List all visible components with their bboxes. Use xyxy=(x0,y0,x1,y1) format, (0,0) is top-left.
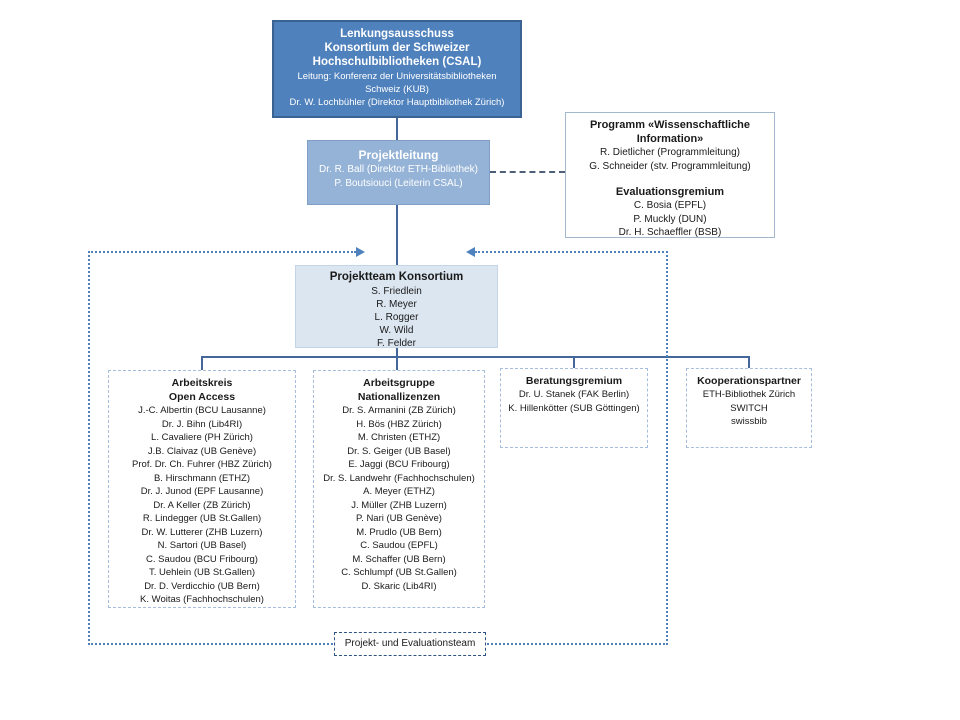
member-line: R. Lindegger (UB St.Gallen) xyxy=(142,513,262,524)
connector-stub-open-access xyxy=(201,356,203,370)
evaluation-boundary-top-right xyxy=(475,251,668,253)
box-programm: Programm «Wissenschaftliche Information»… xyxy=(565,112,775,238)
member-line: Dr. D. Verdicchio (UB Bern) xyxy=(144,580,260,592)
beratungsgremium-members: Dr. U. Stanek (FAK Berlin) K. Hillenkötte… xyxy=(501,388,647,415)
box-lenkungsausschuss: Lenkungsausschuss Konsortium der Schweiz… xyxy=(272,20,522,118)
member-line: R. Dietlicher (Programmleitung) xyxy=(599,147,741,158)
member-line: Dr. A Keller (ZB Zürich) xyxy=(153,499,251,511)
member-line: Dr. J. Bihn (Lib4RI) xyxy=(161,418,243,430)
open-access-title: Arbeitskreis Open Access xyxy=(168,377,236,403)
member-line: Dr. J. Junod (EPF Lausanne) xyxy=(140,486,264,497)
member-line: SWITCH xyxy=(730,402,768,414)
member-line: L. Cavaliere (PH Zürich) xyxy=(151,432,253,443)
member-line: K. Woitas (Fachhochschulen) xyxy=(140,594,264,605)
arrow-left-icon xyxy=(466,247,475,257)
connector-tree-horizontal xyxy=(201,356,750,358)
member-line: Dr. W. Lutterer (ZHB Luzern) xyxy=(141,526,263,538)
connector-projektleitung-projektteam xyxy=(396,205,398,265)
connector-stub-beratungsgremium xyxy=(573,356,575,368)
box-projektteam: Projektteam Konsortium S. Friedlein R. Me… xyxy=(295,265,498,350)
member-line: Dr. U. Stanek (FAK Berlin) xyxy=(518,389,630,400)
nationallizenzen-title: Arbeitsgruppe Nationallizenzen xyxy=(357,377,441,403)
kooperationspartner-title: Kooperationspartner xyxy=(697,375,801,387)
member-line: S. Friedlein xyxy=(371,286,422,297)
member-line: J.-C. Albertin (BCU Lausanne) xyxy=(138,405,266,416)
programm-title: Programm «Wissenschaftliche Information» xyxy=(589,119,751,145)
member-line: Dr. H. Schaeffler (BSB) xyxy=(618,227,722,238)
member-line: P. Boutsiouci (Leiterin CSAL) xyxy=(334,177,463,189)
lenkungsausschuss-subtitle: Leitung: Konferenz der Universitätsbibli… xyxy=(289,71,505,108)
member-line: F. Felder xyxy=(377,338,416,349)
member-line: A. Meyer (ETHZ) xyxy=(363,486,435,497)
box-projektleitung: Projektleitung Dr. R. Ball (Direktor ETH… xyxy=(307,140,490,205)
box-arbeitsgruppe-nationallizenzen: Arbeitsgruppe Nationallizenzen Dr. S. Ar… xyxy=(313,370,485,608)
evaluationsgremium-title: Evaluationsgremium xyxy=(615,186,725,198)
connector-stub-nationallizenzen xyxy=(396,356,398,370)
projektteam-title: Projektteam Konsortium xyxy=(329,271,464,283)
member-line: P. Nari (UB Genève) xyxy=(356,513,442,524)
member-line: Dr. S. Landwehr (Fachhochschulen) xyxy=(323,472,475,484)
member-line: ETH-Bibliothek Zürich xyxy=(702,389,796,400)
member-line: W. Wild xyxy=(379,325,414,336)
box-beratungsgremium: Beratungsgremium Dr. U. Stanek (FAK Berl… xyxy=(500,368,648,448)
box-arbeitskreis-open-access: Arbeitskreis Open Access J.-C. Albertin … xyxy=(108,370,296,608)
evaluation-boundary-top-left xyxy=(88,251,356,253)
member-line: M. Schaffer (UB Bern) xyxy=(352,553,446,565)
member-line: P. Muckly (DUN) xyxy=(633,213,707,225)
member-line: H. Bös (HBZ Zürich) xyxy=(356,418,442,430)
connector-projektteam-down xyxy=(396,348,398,358)
member-line: J.B. Claivaz (UB Genève) xyxy=(147,445,257,457)
evaluationsgremium-members: C. Bosia (EPFL) P. Muckly (DUN) Dr. H. Sch… xyxy=(566,199,774,240)
connector-projektleitung-programm xyxy=(490,171,565,173)
member-line: N. Sartori (UB Basel) xyxy=(157,540,247,551)
member-line: Prof. Dr. Ch. Fuhrer (HBZ Zürich) xyxy=(132,459,272,470)
projektteam-members: S. Friedlein R. Meyer L. Rogger W. Wild F. F… xyxy=(296,285,497,350)
programm-members: R. Dietlicher (Programmleitung) G. Schnei… xyxy=(566,146,774,173)
member-line: B. Hirschmann (ETHZ) xyxy=(153,472,251,484)
member-line: C. Bosia (EPFL) xyxy=(633,200,707,211)
member-line: T. Uehlein (UB St.Gallen) xyxy=(148,567,256,578)
box-kooperationspartner: Kooperationspartner ETH-Bibliothek Züric… xyxy=(686,368,812,448)
member-line: Dr. R. Ball (Direktor ETH-Bibliothek) xyxy=(319,164,478,175)
member-line: K. Hillenkötter (SUB Göttingen) xyxy=(508,402,640,414)
member-line: swissbib xyxy=(731,416,767,427)
member-line: C. Schlumpf (UB St.Gallen) xyxy=(341,567,457,578)
member-line: E. Jaggi (BCU Fribourg) xyxy=(348,459,450,470)
member-line: L. Rogger xyxy=(374,312,419,323)
footer-label: Projekt- und Evaluationsteam xyxy=(344,638,476,649)
connector-stub-kooperationspartner xyxy=(748,356,750,368)
member-line: D. Skaric (Lib4RI) xyxy=(361,580,437,592)
member-line: J. Müller (ZHB Luzern) xyxy=(351,499,447,511)
member-line: G. Schneider (stv. Programmleitung) xyxy=(589,160,751,172)
member-line: C. Saudou (BCU Fribourg) xyxy=(146,553,258,565)
member-line: R. Meyer xyxy=(376,299,417,310)
member-line: Dr. S. Geiger (UB Basel) xyxy=(347,445,451,457)
footer-label-box: Projekt- und Evaluationsteam xyxy=(334,632,486,656)
projektleitung-title: Projektleitung xyxy=(358,148,439,162)
beratungsgremium-title: Beratungsgremium xyxy=(525,375,623,387)
nationallizenzen-members: Dr. S. Armanini (ZB Zürich) H. Bös (HBZ Z… xyxy=(314,404,484,593)
open-access-members: J.-C. Albertin (BCU Lausanne) Dr. J. Bihn… xyxy=(109,404,295,607)
lenkungsausschuss-title: Lenkungsausschuss Konsortium der Schweiz… xyxy=(312,28,482,68)
member-line: Dr. S. Armanini (ZB Zürich) xyxy=(342,405,456,416)
member-line: M. Prudlo (UB Bern) xyxy=(356,526,442,538)
connector-lenkung-projektleitung xyxy=(396,118,398,140)
member-line: M. Christen (ETHZ) xyxy=(357,432,441,443)
member-line: C. Saudou (EPFL) xyxy=(360,540,438,551)
arrow-right-icon xyxy=(356,247,365,257)
projektleitung-members: Dr. R. Ball (Direktor ETH-Bibliothek) P. … xyxy=(308,163,489,190)
